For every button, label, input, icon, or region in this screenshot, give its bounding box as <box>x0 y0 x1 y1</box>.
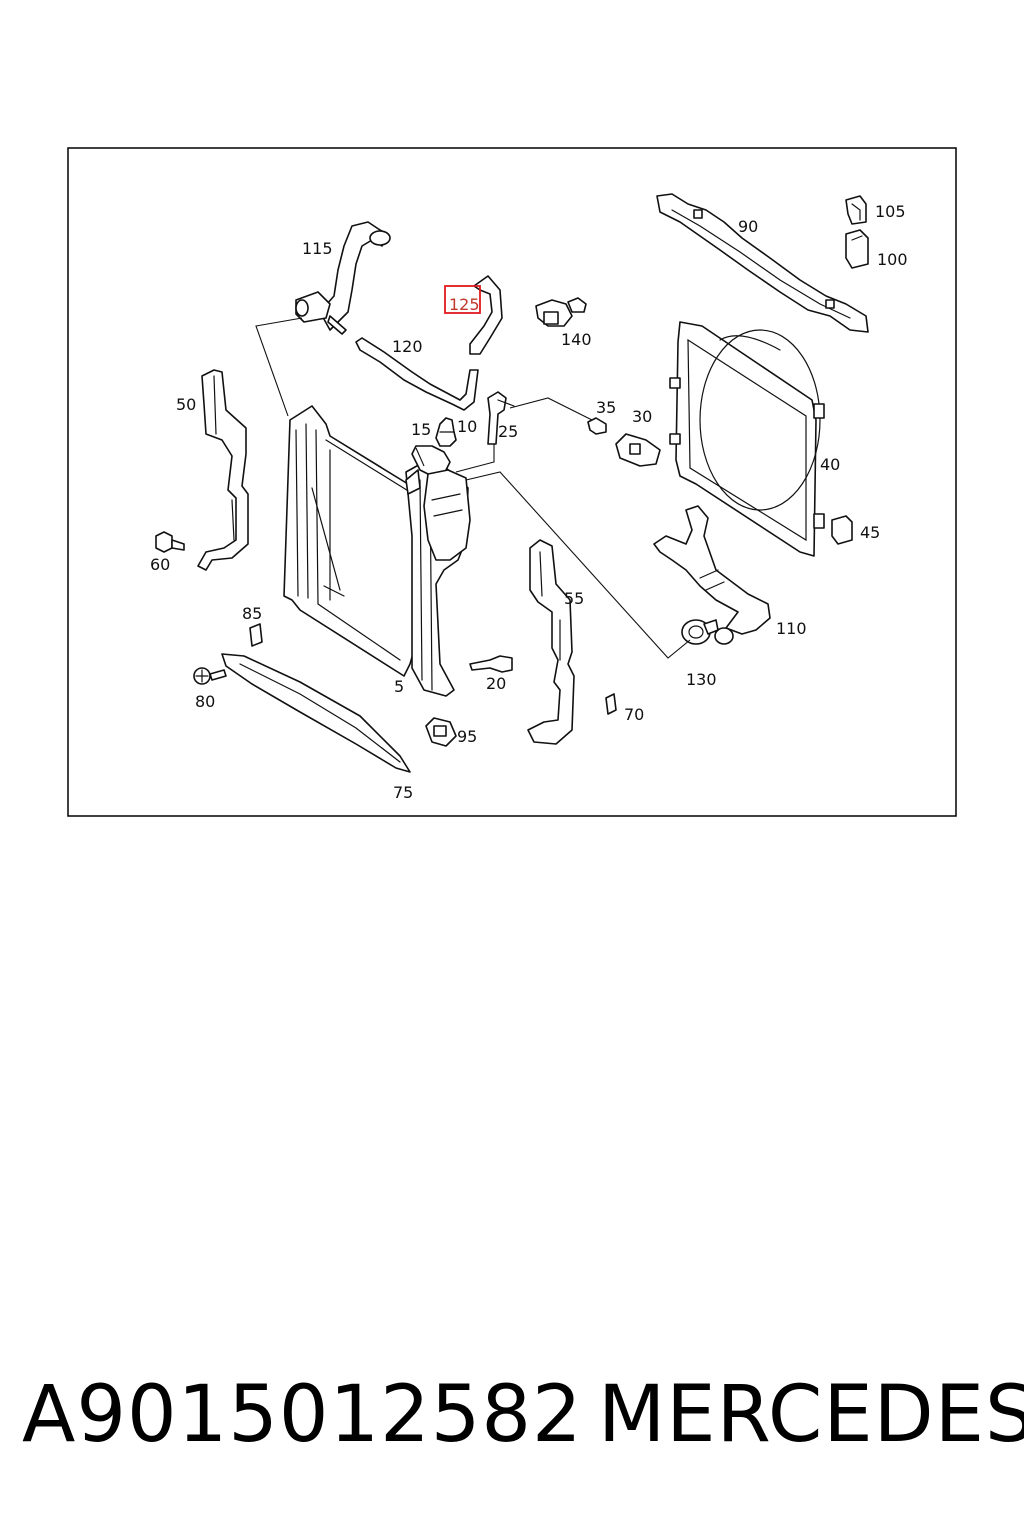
callout-30: 30 <box>632 407 652 426</box>
callouts: 115 120 125 140 90 105 100 50 15 10 25 3… <box>150 202 908 802</box>
callout-90: 90 <box>738 217 758 236</box>
part-120-bleed-line <box>355 337 479 411</box>
callout-55: 55 <box>564 589 584 608</box>
callout-70: 70 <box>624 705 644 724</box>
callout-125: 125 <box>449 295 480 314</box>
callout-50: 50 <box>176 395 196 414</box>
part-70-clip <box>605 693 617 715</box>
part-50-air-guide-left <box>197 369 249 571</box>
part-140-valve <box>535 297 587 327</box>
callout-10: 10 <box>457 417 477 436</box>
callout-130: 130 <box>686 670 717 689</box>
part-100-clip <box>845 229 869 269</box>
callout-35: 35 <box>596 398 616 417</box>
part-90-cross-member <box>656 193 869 333</box>
callout-115: 115 <box>302 239 333 258</box>
leader-lines <box>255 317 691 659</box>
callout-5: 5 <box>394 677 404 696</box>
part-10-cap <box>435 417 457 447</box>
callout-85: 85 <box>242 604 262 623</box>
callout-105: 105 <box>875 202 906 221</box>
callout-40: 40 <box>820 455 840 474</box>
part-15-expansion-tank <box>411 445 471 561</box>
part-30-connector <box>615 433 661 467</box>
callout-95: 95 <box>457 727 477 746</box>
callout-140: 140 <box>561 330 592 349</box>
callout-15: 15 <box>411 420 431 439</box>
part-75-lower-deflector <box>221 653 411 773</box>
callout-100: 100 <box>877 250 908 269</box>
callout-75: 75 <box>393 783 413 802</box>
part-20-drain-plug <box>469 655 513 673</box>
callout-60: 60 <box>150 555 170 574</box>
part-45-clip <box>831 515 853 545</box>
part-125-hose <box>469 275 503 355</box>
part-130-clamp <box>681 619 719 645</box>
diagram-frame <box>67 147 957 817</box>
callout-25: 25 <box>498 422 518 441</box>
part-95-mount <box>425 717 457 747</box>
callout-45: 45 <box>860 523 880 542</box>
part-105-clip <box>845 195 867 225</box>
callout-20: 20 <box>486 674 506 693</box>
callout-110: 110 <box>776 619 807 638</box>
part-number: A9015012582 <box>22 1370 583 1460</box>
part-35-switch <box>587 417 607 435</box>
footer: A9015012582 MERCEDES <box>22 1370 1024 1480</box>
callout-120: 120 <box>392 337 423 356</box>
part-55-air-guide-right <box>527 539 575 745</box>
part-110-lower-hose <box>653 505 771 645</box>
part-115-upper-hose <box>295 221 391 335</box>
callout-80: 80 <box>195 692 215 711</box>
part-25-sensor <box>487 391 515 445</box>
part-80-screw <box>193 667 227 685</box>
brand-name: MERCEDES <box>598 1370 1024 1460</box>
part-85-clip <box>249 623 263 647</box>
part-40-fan-shroud <box>669 321 825 557</box>
highlight-box-125 <box>444 285 481 314</box>
part-60-bolt <box>155 531 185 553</box>
